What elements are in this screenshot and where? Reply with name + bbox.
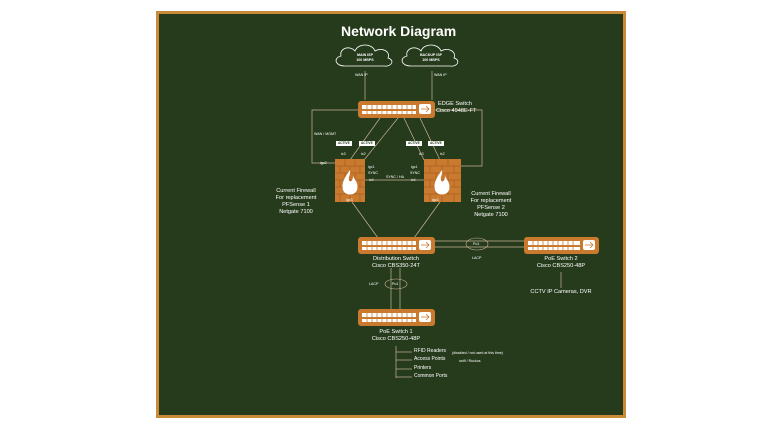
poe-switch-1-name: PoE Switch 1 — [379, 329, 413, 335]
tag-3: ACTIVE — [406, 141, 422, 146]
link-edge-fw1-ix2 — [363, 117, 399, 161]
poe-switch-2-name: PoE Switch 2 — [544, 256, 578, 262]
lacp-right-label: LACP — [472, 256, 482, 260]
lacp-left-port: Po1 — [392, 282, 399, 286]
fw2-port-igc3: igc3 — [432, 198, 439, 202]
lacp-left-ring — [384, 278, 408, 290]
lacp-left-label: LACP — [369, 282, 379, 286]
fw1-line2: For replacement — [275, 195, 317, 201]
edge-switch-icon — [358, 101, 435, 118]
main-isp-port: WAN IP — [355, 73, 368, 77]
distribution-switch-icon — [358, 237, 435, 254]
link-edge-mgmt — [311, 109, 360, 164]
fw1-line3: PFSense 1 — [282, 202, 310, 208]
fw2-line2: For replacement — [470, 198, 512, 204]
backup-isp-speed: 100 MBPS — [422, 58, 440, 62]
link-edge-right — [435, 109, 483, 167]
page-title: Network Diagram — [341, 23, 457, 39]
main-isp-speed: 100 MBPS — [356, 58, 374, 62]
poe-switch-1-icon — [358, 309, 435, 326]
fw2-port-ix3: ix3 — [419, 152, 424, 156]
endpoint-access-points: Access Points — [414, 356, 446, 362]
main-isp-name: MAIN ISP — [357, 53, 373, 57]
sync-note: SYNC / HA — [386, 175, 404, 179]
link-edge-fw1-ix3 — [349, 117, 381, 161]
link-edge-fw2-ix3 — [403, 117, 425, 161]
poe-switch-1-model: Cisco CBS250-48P — [371, 336, 421, 342]
edge-switch-name: EDGE Switch — [438, 101, 472, 107]
lacp-right-ring — [465, 237, 489, 251]
endpoint-rfid: RFID Readers — [414, 348, 446, 354]
link-fw1-dist — [351, 201, 379, 239]
firewall-right-icon — [424, 159, 461, 202]
fw1-port-sync: SYNC — [368, 171, 378, 175]
fw2-line1: Current Firewall — [471, 191, 511, 197]
diagram-board — [156, 11, 626, 418]
poe-switch-2-icon — [524, 237, 599, 254]
edge-switch-model: Cisco 4948E-FT — [436, 108, 477, 114]
distribution-switch-name: Distribution Switch — [372, 256, 419, 262]
main-isp-cloud-icon — [335, 44, 393, 67]
fw2-port-igc1: igc1 — [411, 165, 418, 169]
backup-isp-cloud-icon — [401, 44, 459, 67]
fw1-line4: Netgate 7100 — [279, 209, 313, 215]
tag-4: ACTIVE — [428, 141, 444, 146]
tag-2: ACTIVE — [359, 141, 375, 146]
fw1-port-igc1: igc1 — [368, 165, 375, 169]
backup-isp-port: WAN IP — [434, 73, 447, 77]
distribution-switch-model: Cisco CBS350-24T — [372, 263, 420, 269]
poe-switch-2-devices: CCTV IP Cameras, DVR — [530, 289, 592, 295]
fw1-port-igc2: igc2 — [320, 161, 327, 165]
firewall-left-icon — [335, 159, 365, 202]
mgmt-note: WAN / MGMT — [314, 132, 337, 136]
connection-lines — [311, 71, 562, 378]
fw2-line3: PFSense 2 — [477, 205, 505, 211]
endpoint-rfid-note: (disabled / not used at this time) — [452, 351, 503, 355]
endpoint-printers: Printers — [414, 365, 432, 371]
fw1-port-igc3: igc3 — [346, 198, 353, 202]
fw2-port-sync: SYNC — [410, 171, 420, 175]
fw1-port-ix3: ix3 — [341, 152, 346, 156]
fw1-port-ix4: ix4 — [369, 178, 374, 182]
link-fw2-dist — [413, 201, 441, 239]
fw2-port-ix4: ix4 — [411, 178, 416, 182]
fw1-line1: Current Firewall — [276, 188, 316, 194]
link-edge-fw2-ix2 — [419, 117, 441, 161]
endpoint-access-points-note: unifi / Ruckus — [459, 359, 481, 363]
fw2-line4: Netgate 7100 — [474, 212, 508, 218]
tag-1: ACTIVE — [336, 141, 352, 146]
fw1-port-ix2: ix2 — [361, 152, 366, 156]
lacp-right-port: Po1 — [473, 242, 480, 246]
backup-isp-name: BACKUP ISP — [419, 53, 443, 57]
endpoint-common-ports: Common Ports — [414, 373, 448, 379]
fw2-port-ix2: ix2 — [440, 152, 445, 156]
poe-switch-2-model: Cisco CBS250-48P — [536, 263, 586, 269]
